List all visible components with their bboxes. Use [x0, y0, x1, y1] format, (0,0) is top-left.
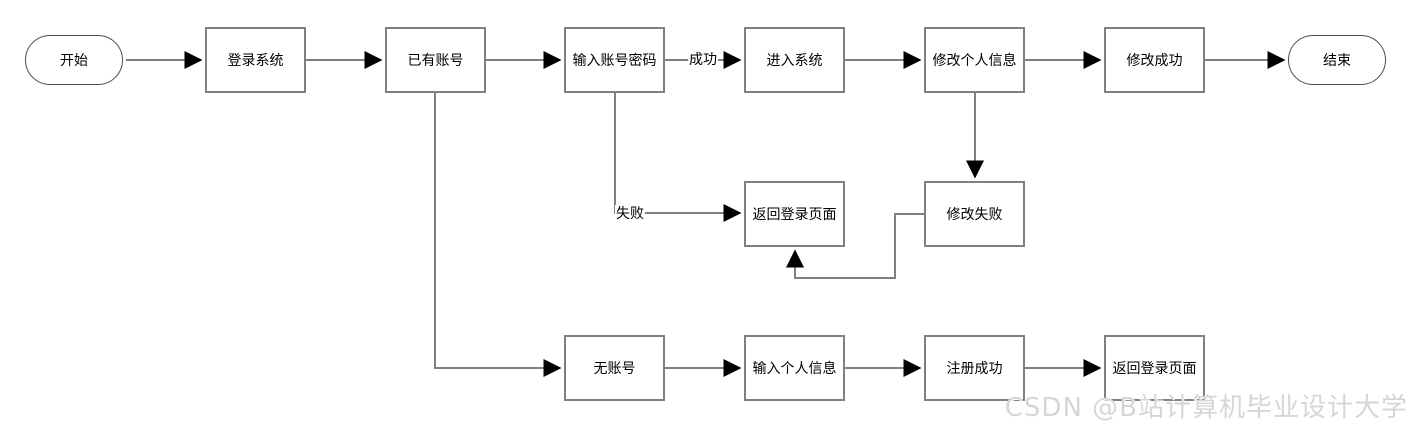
node-enter-system-label: 进入系统	[766, 53, 823, 69]
node-no-account-label: 无账号	[593, 361, 636, 377]
edge-label-success: 成功	[688, 51, 718, 69]
node-no-account: 无账号	[564, 335, 665, 401]
node-modify-personal-info: 修改个人信息	[924, 27, 1025, 93]
node-modify-fail: 修改失败	[924, 181, 1025, 247]
node-enter-credentials: 输入账号密码	[564, 27, 665, 93]
node-return-login-page: 返回登录页面	[744, 181, 845, 247]
node-enter-personal-info: 输入个人信息	[744, 335, 845, 401]
edge-credentials-to-return-login	[614, 93, 742, 222]
node-login-system-label: 登录系统	[227, 53, 284, 69]
node-modify-personal-info-label: 修改个人信息	[932, 53, 1017, 69]
node-return-login-page-label: 返回登录页面	[752, 207, 837, 223]
node-return-login-page-2: 返回登录页面	[1104, 335, 1205, 401]
node-has-account-label: 已有账号	[407, 53, 464, 69]
node-return-login-page-2-label: 返回登录页面	[1112, 361, 1197, 377]
node-enter-system: 进入系统	[744, 27, 845, 93]
edge-modify-fail-to-return-login	[786, 213, 924, 279]
node-start-label: 开始	[60, 53, 88, 69]
node-modify-success: 修改成功	[1104, 27, 1205, 93]
edge-has-account-to-no-account	[434, 93, 562, 377]
node-enter-personal-info-label: 输入个人信息	[752, 361, 837, 377]
node-register-success-label: 注册成功	[946, 361, 1003, 377]
node-has-account: 已有账号	[385, 27, 486, 93]
edge-label-fail: 失败	[615, 205, 645, 223]
node-login-system: 登录系统	[205, 27, 306, 93]
node-modify-fail-label: 修改失败	[946, 207, 1003, 223]
node-enter-credentials-label: 输入账号密码	[572, 53, 657, 69]
node-end: 结束	[1288, 35, 1386, 85]
node-register-success: 注册成功	[924, 335, 1025, 401]
node-end-label: 结束	[1323, 53, 1351, 69]
node-start: 开始	[25, 35, 123, 85]
node-modify-success-label: 修改成功	[1126, 53, 1183, 69]
